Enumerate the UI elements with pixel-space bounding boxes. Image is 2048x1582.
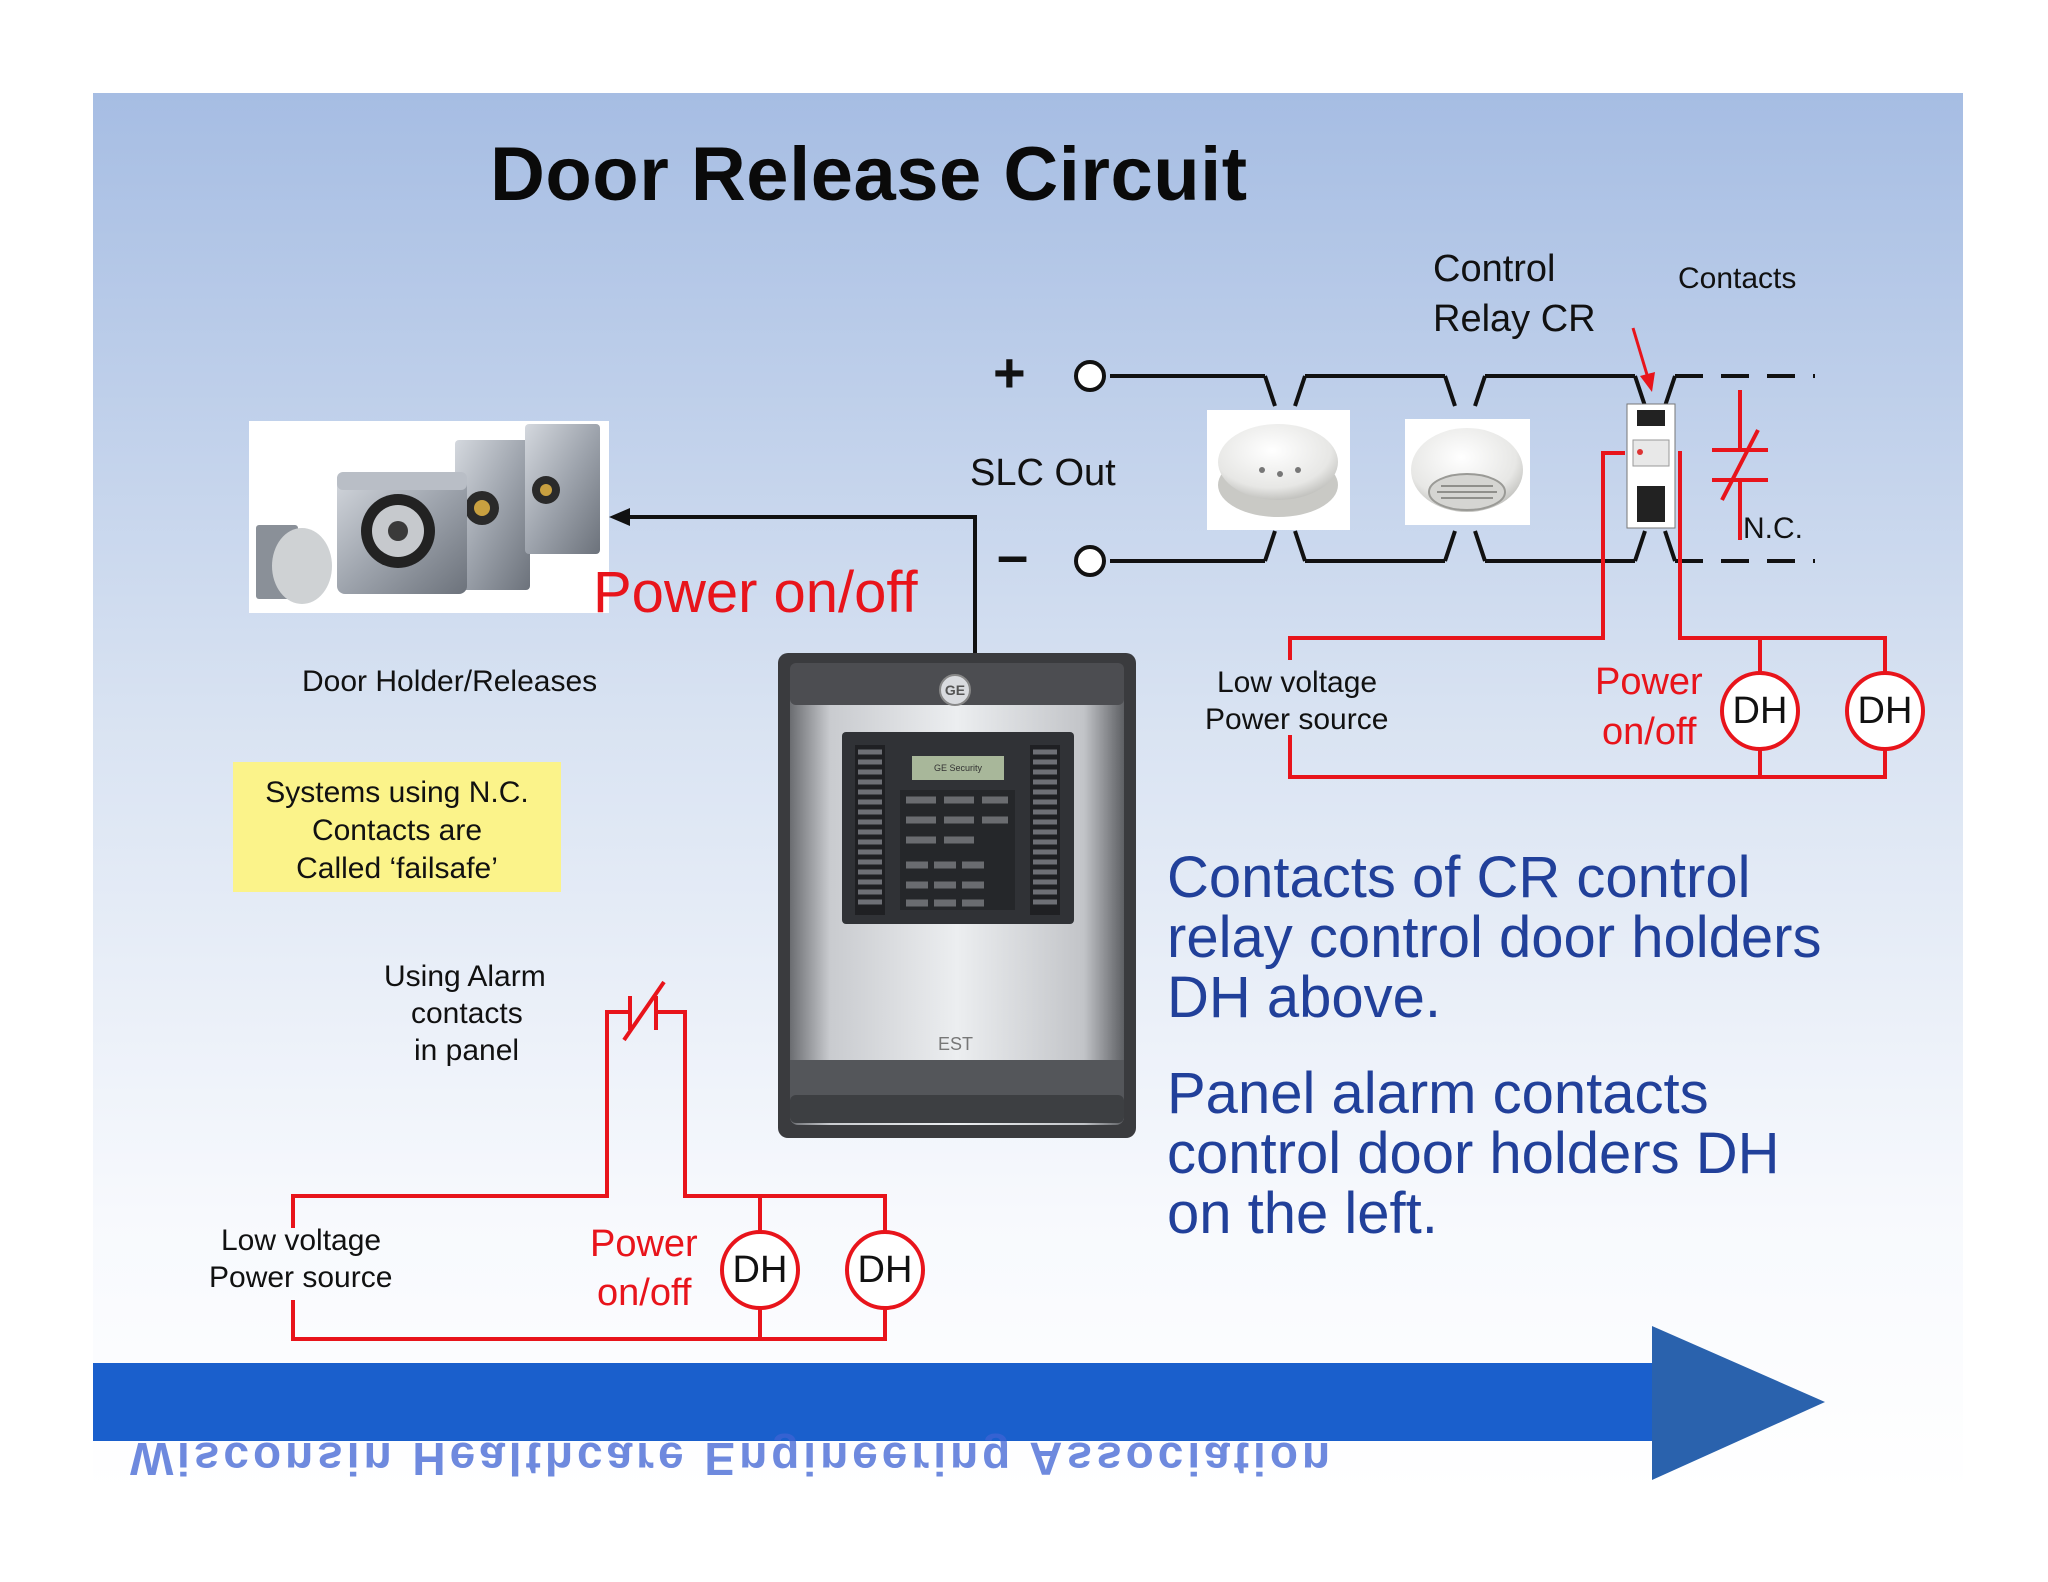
slc-plus-label: +: [993, 341, 1026, 404]
bottom-dh-circuit: [291, 980, 887, 1341]
panel-brand-label: EST: [938, 1034, 974, 1054]
top-dh-1-label: DH: [1732, 690, 1788, 732]
slc-plus-terminal: [1074, 360, 1106, 392]
power-top-label-1: Power: [1595, 661, 1703, 703]
explanation-p1-line2: relay control door holders: [1167, 905, 1822, 970]
failsafe-note-line-3: Called ‘failsafe’: [296, 852, 498, 885]
top-dh-2: [1845, 671, 1925, 751]
panel-ge-logo: GE: [944, 682, 966, 698]
slc-out-label: SLC Out: [970, 452, 1116, 494]
page-title: Door Release Circuit: [490, 132, 1248, 217]
using-alarm-label-1: Using Alarm: [384, 960, 546, 993]
control-relay-label-1: Control: [1433, 248, 1556, 290]
low-voltage-bottom-label-1: Low voltage: [221, 1224, 382, 1257]
door-holder-releases-label: Door Holder/Releases: [302, 665, 598, 698]
slc-dashed-extension: [1675, 374, 1815, 563]
top-dh-circuit: [1288, 451, 1887, 779]
footer-arrow-head: [1652, 1326, 1825, 1480]
power-bottom-label-1: Power: [590, 1223, 698, 1265]
power-top-label-2: on/off: [1602, 711, 1697, 753]
fire-alarm-panel: [778, 653, 1136, 1138]
failsafe-note: Systems using N.C. Contacts are Called ‘…: [233, 762, 561, 892]
explanation-p2-line1: Panel alarm contacts: [1167, 1061, 1709, 1126]
panel-to-holders-arrowhead: [609, 508, 630, 526]
panel-to-holders-wire: [620, 515, 977, 653]
bottom-dh-1: [720, 1230, 800, 1310]
bottom-dh-1-label: DH: [732, 1249, 788, 1291]
contacts-label: Contacts: [1678, 262, 1797, 295]
failsafe-note-line-1: Systems using N.C.: [265, 776, 529, 809]
slc-minus-label: –: [997, 523, 1029, 586]
power-onoff-main-label: Power on/off: [593, 560, 918, 625]
explanation-p2-line3: on the left.: [1167, 1181, 1438, 1246]
low-voltage-bottom-label-2: Power source: [209, 1261, 393, 1294]
nc-contact-symbol: [1712, 390, 1768, 540]
using-alarm-label-2: contacts: [411, 997, 523, 1030]
explanation-p2-line2: control door holders DH: [1167, 1121, 1780, 1186]
door-holder-photo: [249, 421, 609, 613]
failsafe-note-line-2: Contacts are: [311, 814, 483, 847]
explanation-p1-line1: Contacts of CR control: [1167, 845, 1751, 910]
bottom-dh-2: [845, 1230, 925, 1310]
low-voltage-top-label-1: Low voltage: [1217, 666, 1378, 699]
footer-mirrored-text: Wisconsin Healthcare Engineering Associa…: [130, 1433, 1335, 1485]
contacts-pointer-head: [1640, 372, 1655, 392]
smoke-detector-1: [1207, 410, 1350, 530]
power-bottom-label-2: on/off: [597, 1272, 692, 1314]
contacts-pointer-line: [1631, 327, 1650, 379]
low-voltage-top-label-2: Power source: [1205, 703, 1389, 736]
smoke-detector-2: [1405, 419, 1530, 525]
using-alarm-label-3: in panel: [414, 1034, 520, 1067]
explanation-p1-line3: DH above.: [1167, 965, 1442, 1030]
slc-loop: [1110, 374, 1677, 563]
control-relay-label-2: Relay CR: [1433, 298, 1596, 340]
footer-band: [93, 1363, 1673, 1441]
panel-display-text: GE Security: [933, 763, 982, 773]
bottom-dh-2-label: DH: [857, 1249, 913, 1291]
control-relay-module: [1626, 403, 1676, 529]
top-dh-2-label: DH: [1857, 690, 1913, 732]
nc-label: N.C.: [1743, 512, 1803, 545]
top-dh-1: [1720, 671, 1800, 751]
slc-minus-terminal: [1074, 545, 1106, 577]
